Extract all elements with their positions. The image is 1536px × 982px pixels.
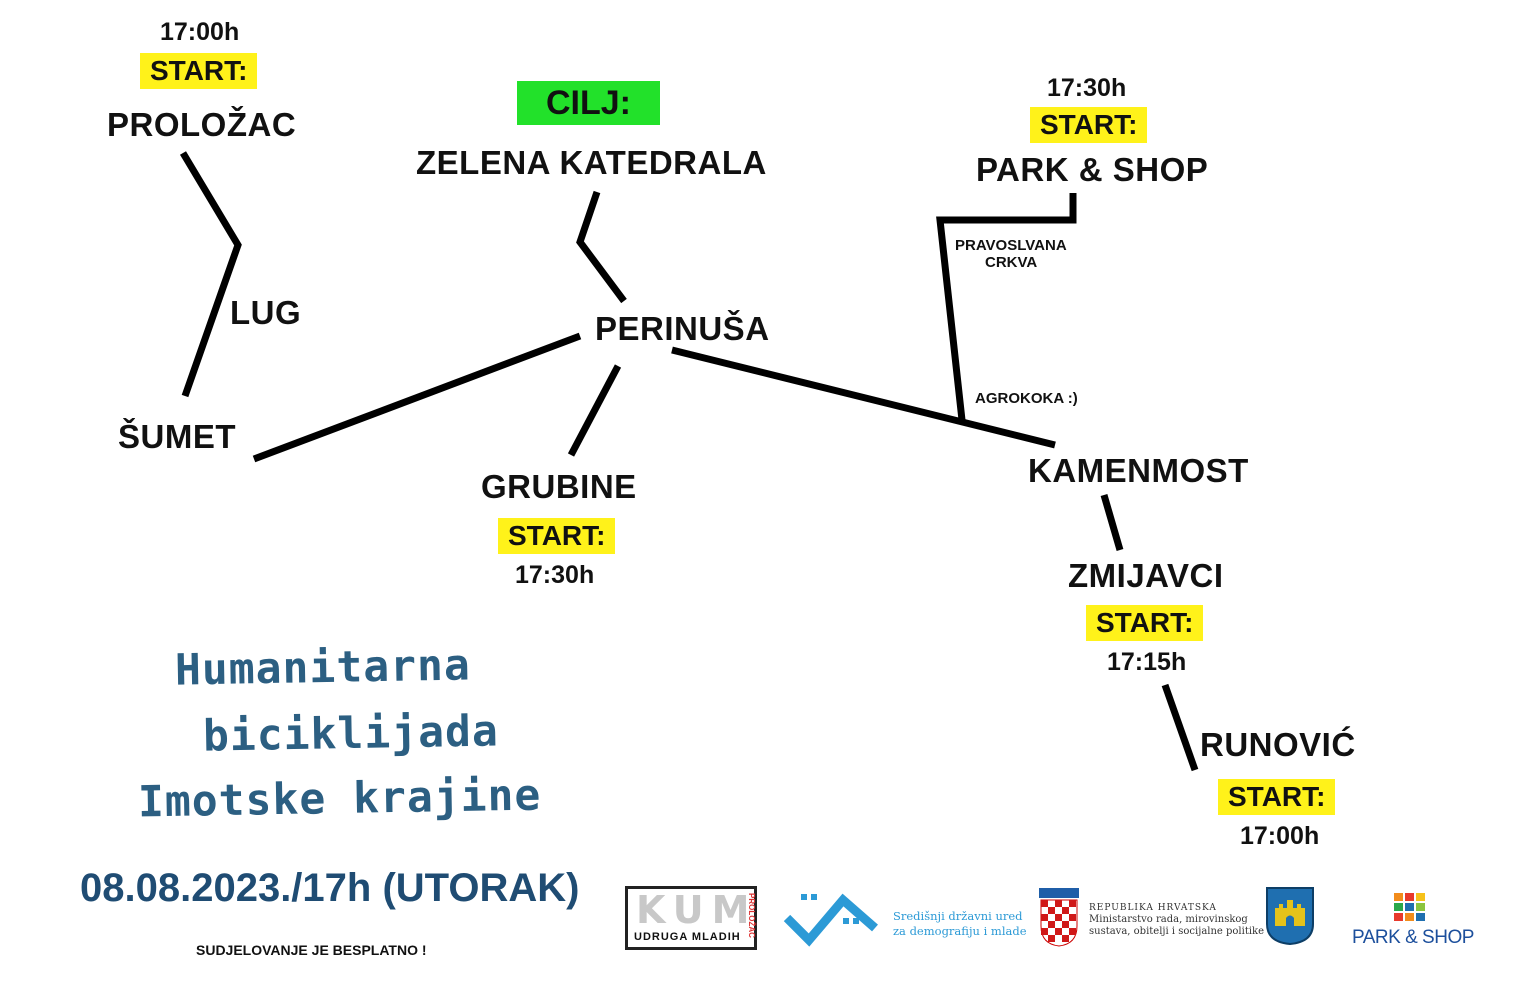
place-perinusa: PERINUŠA <box>595 310 770 347</box>
sponsor-park-shop-text: PARK & SHOP <box>1352 927 1474 948</box>
route-kamenmost-zmijavci <box>1100 494 1124 551</box>
park-shop-logo-icon <box>1392 891 1428 923</box>
place-grubine: GRUBINE <box>481 468 637 505</box>
sponsor-ured-text: Središnji državni ured za demografiju i … <box>893 909 1027 939</box>
town-crest-icon <box>1265 886 1315 946</box>
ured-line1: Središnji državni ured <box>893 909 1023 923</box>
ministry-line1: REPUBLIKA HRVATSKA <box>1089 903 1217 913</box>
grubine-start-time: 17:30h <box>515 561 595 589</box>
ministry-line2: Ministarstvo rada, mirovinskog <box>1089 914 1248 925</box>
route-katedrala-perinusa <box>576 190 627 304</box>
place-kamenmost: KAMENMOST <box>1028 452 1249 489</box>
croatia-coat-of-arms-icon <box>1037 886 1081 948</box>
event-title-line-1: Humanitarna <box>174 640 472 696</box>
pravoslavna-line2: CRKVA <box>985 254 1038 271</box>
sponsor-kum-logo: KUM UDRUGA MLADIH PROLOŽAC <box>625 886 757 950</box>
parkshop-start-badge: START: <box>1030 107 1148 143</box>
route-sumet-perinusa <box>252 332 582 463</box>
ured-line2: za demografiju i mlade <box>893 924 1027 938</box>
route-parkshop-agrokoka <box>936 193 1077 421</box>
landmark-agrokoka: AGROKOKA :) <box>975 390 1078 407</box>
sponsor-ured-icon <box>783 888 883 948</box>
place-park-shop: PARK & SHOP <box>976 151 1209 188</box>
place-lug: LUG <box>230 294 302 331</box>
kum-subtitle: UDRUGA MLADIH <box>634 931 741 943</box>
sponsor-ministry-text: REPUBLIKA HRVATSKA Ministarstvo rada, mi… <box>1089 902 1264 938</box>
pravoslavna-line1: PRAVOSLVANA <box>955 237 1067 254</box>
goal-badge: CILJ: <box>517 81 660 125</box>
route-perinusa-kamenmost <box>671 346 1056 449</box>
place-runovic: RUNOVIĆ <box>1200 726 1356 763</box>
place-zelena-katedrala: ZELENA KATEDRALA <box>416 144 767 181</box>
event-date: 08.08.2023./17h (UTORAK) <box>80 866 580 910</box>
parkshop-start-time: 17:30h <box>1047 74 1127 102</box>
kum-side-text: PROLOŽAC <box>747 893 756 938</box>
prolozac-start-time: 17:00h <box>160 18 240 46</box>
landmark-pravoslavna-crkva: PRAVOSLVANA CRKVA <box>955 237 1067 271</box>
event-title-line-2: biciklijada <box>202 706 500 762</box>
runovic-start-badge: START: <box>1218 779 1336 815</box>
place-zmijavci: ZMIJAVCI <box>1068 557 1224 594</box>
prolozac-start-badge: START: <box>140 53 258 89</box>
grubine-start-badge: START: <box>498 518 616 554</box>
zmijavci-start-badge: START: <box>1086 605 1204 641</box>
kum-letters: KUM <box>636 888 758 932</box>
route-zmijavci-runovic <box>1161 683 1199 772</box>
zmijavci-start-time: 17:15h <box>1107 648 1187 676</box>
event-note: SUDJELOVANJE JE BESPLATNO ! <box>196 942 427 958</box>
runovic-start-time: 17:00h <box>1240 822 1320 850</box>
ministry-line3: sustava, obitelji i socijalne politike <box>1089 926 1265 937</box>
event-title-line-3: Imotske krajine <box>137 770 542 828</box>
route-perinusa-grubine <box>567 364 622 457</box>
place-sumet: ŠUMET <box>118 418 236 455</box>
route-prolozac-sumet <box>179 151 242 398</box>
place-prolozac: PROLOŽAC <box>107 106 297 143</box>
